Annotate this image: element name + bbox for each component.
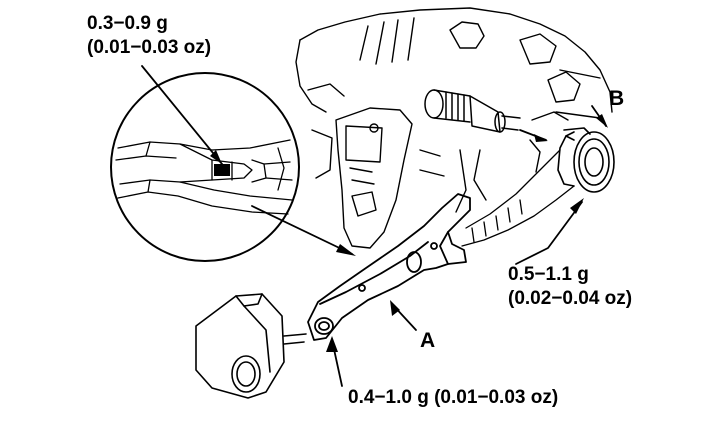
release-fork: [307, 193, 471, 341]
leader-lines: [141, 65, 607, 387]
fork-boot: [195, 293, 307, 399]
callout-b: B: [609, 87, 625, 110]
detail-circle: [110, 72, 300, 262]
detail-grease-amount-oz: (0.01−0.03 oz): [87, 37, 212, 58]
bearing-grease-amount: 0.5−1.1 g: [508, 264, 589, 285]
arrowheads: [210, 114, 608, 352]
input-shaft: [424, 89, 521, 133]
detail-grease-amount: 0.3−0.9 g: [87, 13, 168, 34]
grease-spot: [214, 164, 230, 176]
transmission-housing: [295, 7, 613, 249]
pivot-grease-amount: 0.4−1.0 g (0.01−0.03 oz): [348, 387, 559, 408]
bearing-grease-amount-oz: (0.02−0.04 oz): [508, 288, 633, 309]
fork-bracket: [461, 149, 575, 247]
release-bearing: [557, 127, 615, 193]
callout-a: A: [420, 329, 436, 352]
